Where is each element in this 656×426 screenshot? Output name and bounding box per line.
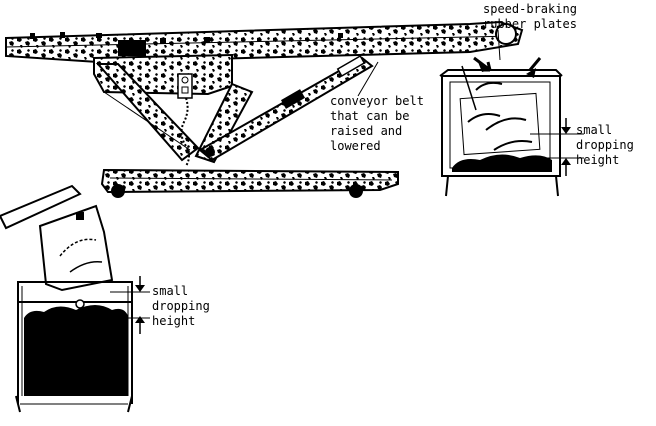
right-bin-contents xyxy=(452,154,552,172)
left-bin-contents xyxy=(24,305,128,396)
hydraulic-cylinder xyxy=(198,56,374,162)
wheel-front xyxy=(111,184,125,198)
chute-arm xyxy=(0,184,82,230)
hanging-plate xyxy=(38,204,114,292)
belt-end-roller xyxy=(495,23,517,45)
wheel-rear xyxy=(349,184,363,198)
left-height-label-line2: dropping xyxy=(152,299,210,313)
right-height-label-line2: dropping xyxy=(576,138,634,152)
lift-frame xyxy=(95,63,200,162)
conveyor-label-leader xyxy=(357,61,379,97)
right-bin xyxy=(439,29,584,197)
diagonal-strut xyxy=(194,82,254,164)
right-height-label-line3: height xyxy=(576,153,619,167)
right-height-label-line1: small xyxy=(576,123,612,137)
conveyor-label-line2: that can be xyxy=(330,109,409,123)
base-chassis xyxy=(100,168,399,194)
conveyor-belt-body xyxy=(5,20,524,64)
control-box xyxy=(177,73,193,99)
conveyor-label-line4: lowered xyxy=(330,139,381,153)
conveyor-machine xyxy=(5,20,524,198)
rubber-plates-label-line1: speed-braking xyxy=(483,2,577,16)
left-bin xyxy=(0,184,150,413)
left-height-label-line3: height xyxy=(152,314,195,328)
rubber-plates-label-line2: rubber plates xyxy=(483,17,577,31)
conveyor-label-line3: raised and xyxy=(330,124,402,138)
conveyor-label-line1: conveyor belt xyxy=(330,94,424,108)
left-height-label-line1: small xyxy=(152,284,188,298)
